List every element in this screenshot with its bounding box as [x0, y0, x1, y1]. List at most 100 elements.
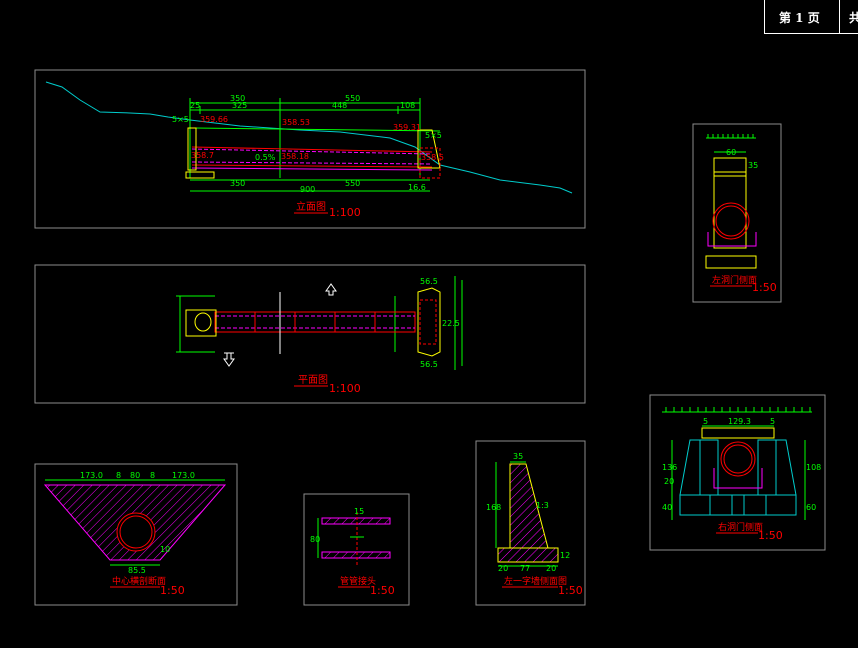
view-title: 中心横剖断面 — [112, 575, 166, 587]
pipe-outer — [712, 202, 750, 240]
dim-t1: 12 — [560, 551, 570, 560]
dim-top: 60 — [726, 148, 736, 157]
dim-side: 80 — [310, 535, 320, 544]
dim-8-left: 8 — [116, 471, 121, 480]
dim-h: 168 — [486, 503, 501, 512]
elev-359-66: 359.66 — [200, 115, 228, 124]
wingwall-footing — [497, 547, 559, 563]
joint-bottom-band — [321, 551, 391, 559]
view-title: 立面图 — [296, 200, 326, 213]
dim-550-bottom: 550 — [345, 179, 360, 188]
view-scale: 1:100 — [329, 382, 361, 395]
portal-cap — [701, 427, 775, 439]
pipe-outer — [720, 441, 756, 477]
pipe-outer — [116, 512, 156, 552]
view-frame — [692, 123, 782, 303]
elev-359-31: 359.31 — [393, 123, 421, 132]
right-portal-dims: 129.3 5 5 136 108 20 40 60 — [662, 417, 821, 512]
elev-358-5: 358.5 — [421, 153, 444, 162]
dim-56-5-bottom: 56.5 — [420, 360, 438, 369]
view-scale: 1:50 — [758, 529, 783, 542]
ground-hatch — [662, 407, 812, 520]
dim-r1: 5 — [770, 417, 775, 426]
view-title: 平面图 — [298, 374, 328, 386]
dim-325: 325 — [232, 101, 247, 110]
elevation-view: 350 550 25 325 448 108 5×5 5×5 350 550 9… — [34, 69, 586, 229]
dim-85: 85.5 — [128, 566, 146, 575]
dim-16-6: 16.6 — [408, 183, 426, 192]
elevation-level-texts: 359.66 358.53 359.31 358.7 358.18 358.5 — [191, 115, 444, 162]
dim-mid: 22.5 — [442, 319, 460, 328]
wing-walls — [679, 439, 797, 516]
portal-footing — [705, 255, 757, 269]
dim-h4: 40 — [662, 503, 672, 512]
left-headwall — [187, 127, 197, 171]
pipe-joint-view: 15 80 管管接头 1:50 — [303, 493, 410, 606]
dim-h5: 60 — [806, 503, 816, 512]
view-frame — [34, 463, 238, 606]
pipe-inner — [715, 205, 747, 237]
ground-hatch — [706, 134, 756, 139]
slope-ratio: 1:3 — [536, 501, 549, 510]
dim-550-top: 550 — [345, 94, 360, 103]
page-box-divider — [839, 0, 840, 33]
left-footing — [185, 171, 215, 179]
center-section-dims: 173.0 8 80 8 173.0 85.5 10 — [80, 471, 195, 575]
view-frame — [649, 394, 826, 551]
pipe-inner — [119, 515, 153, 549]
dim-108: 108 — [400, 101, 415, 110]
dim-side: 35 — [748, 161, 758, 170]
dim-5x5-right: 5×5 — [425, 131, 442, 140]
pipe-inner — [723, 444, 753, 474]
total-label: 共 — [849, 11, 858, 25]
view-title: 右洞门侧面 — [718, 521, 763, 533]
dim-173-right: 173.0 — [172, 471, 195, 480]
dim-5x5-left: 5×5 — [172, 115, 189, 124]
section-arrow-down-icon — [223, 352, 235, 367]
wingwall-view: 35 168 20 77 20 12 1:3 左一字墙侧面图 1:50 — [475, 440, 586, 606]
dim-80: 80 — [130, 471, 140, 480]
dim-56-5-top: 56.5 — [420, 277, 438, 286]
plan-right-apron — [419, 299, 437, 345]
bedding-lines — [707, 232, 757, 247]
dim-h2: 108 — [806, 463, 821, 472]
dim-350-top: 350 — [230, 94, 245, 103]
dim-8-right: 8 — [150, 471, 155, 480]
top-dimension-lines — [189, 98, 430, 192]
joint-top-band — [321, 517, 391, 525]
dim-top: 35 — [513, 452, 523, 461]
plan-dimension-lines — [176, 276, 463, 370]
bedding-lines — [713, 468, 763, 489]
dim-h: 10 — [160, 545, 170, 554]
elevation-dim-texts: 350 550 25 325 448 108 5×5 5×5 350 550 9… — [172, 94, 442, 194]
elev-358-18: 358.18 — [281, 152, 309, 161]
view-frame — [34, 69, 586, 229]
right-apron — [419, 147, 441, 179]
wingwall-dims: 35 168 20 77 20 12 1:3 — [486, 452, 570, 573]
slope-label: 0.5% — [255, 153, 276, 162]
dim-top: 15 — [354, 507, 364, 516]
dim-b1: 20 — [498, 564, 508, 573]
ground-line — [45, 81, 573, 194]
view-frame — [475, 440, 586, 606]
elev-358-7: 358.7 — [191, 151, 214, 160]
view-scale: 1:50 — [370, 584, 395, 597]
page-number-box: 第 1 页 共 — [764, 0, 858, 34]
view-scale: 1:50 — [160, 584, 185, 597]
section-arrow-up-icon — [325, 283, 337, 296]
plan-right-headwall — [417, 287, 441, 357]
page-label: 第 1 页 — [779, 11, 820, 25]
dim-900: 900 — [300, 185, 315, 194]
plan-left-headwall — [185, 309, 217, 337]
plan-culvert — [214, 311, 416, 333]
right-portal-view: 129.3 5 5 136 108 20 40 60 右洞门侧面 1:50 — [649, 394, 826, 551]
dim-b3: 20 — [546, 564, 556, 573]
view-scale: 1:100 — [329, 206, 361, 219]
elev-358-53: 358.53 — [282, 118, 310, 127]
view-title: 左一字墙侧面图 — [504, 575, 567, 587]
view-title: 管管接头 — [340, 575, 376, 587]
view-frame — [303, 493, 410, 606]
culvert-body — [191, 127, 441, 171]
view-title: 左洞门侧面 — [712, 274, 757, 286]
